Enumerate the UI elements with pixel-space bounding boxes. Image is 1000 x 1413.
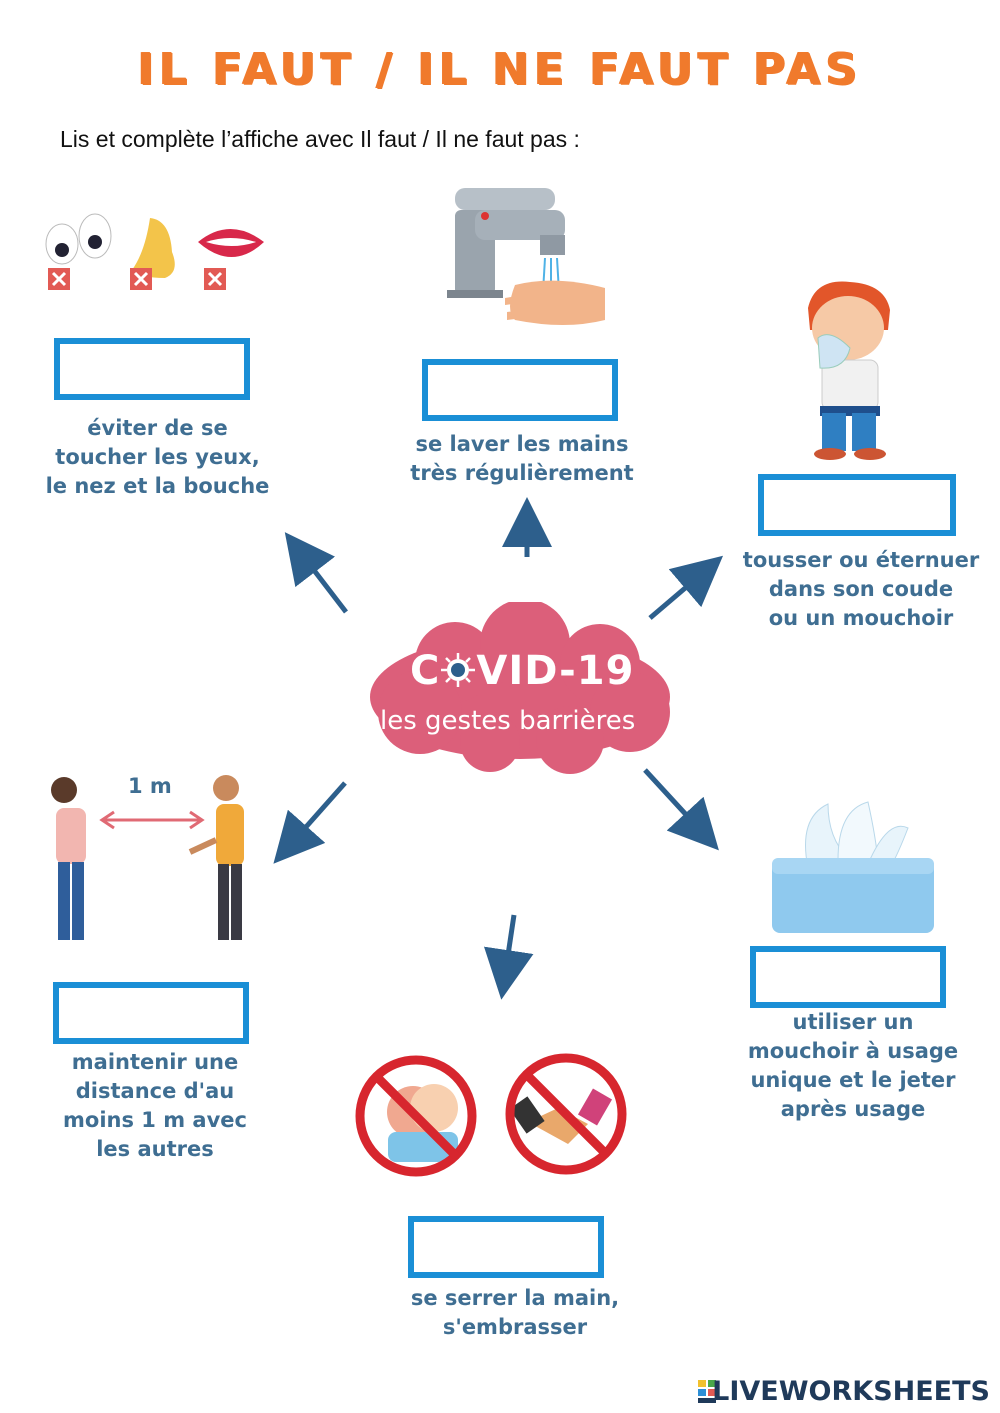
face-parts-illustration bbox=[45, 213, 264, 290]
answer-box-2[interactable] bbox=[422, 359, 618, 421]
worksheet-title: IL FAUT / IL NE FAUT PAS bbox=[137, 44, 863, 95]
sneezing-boy-illustration bbox=[808, 281, 890, 460]
arrow-to-face bbox=[284, 532, 348, 614]
covid-title: C VID-19 bbox=[410, 648, 635, 694]
caption-distance: maintenir une distance d'au moins 1 m av… bbox=[63, 1050, 247, 1161]
handshake-icon bbox=[509, 1088, 613, 1144]
caption-greeting: se serrer la main, s'embrasser bbox=[410, 1286, 620, 1339]
covid-subtitle: les gestes barrières bbox=[380, 706, 636, 736]
tissue-box-icon bbox=[772, 801, 934, 933]
answer-box-5[interactable] bbox=[408, 1216, 604, 1278]
distance-illustration bbox=[51, 775, 244, 940]
caption-handwash: se laver les mains très régulièrement bbox=[410, 432, 634, 485]
person-left-icon bbox=[51, 777, 86, 940]
answer-input-6[interactable] bbox=[756, 952, 940, 1002]
answer-input-1[interactable] bbox=[60, 344, 244, 394]
answer-box-4[interactable] bbox=[53, 982, 249, 1044]
arrow-to-tissue bbox=[643, 768, 719, 851]
mouth-icon bbox=[198, 229, 264, 257]
no-sign-icon bbox=[355, 1055, 477, 1177]
tap-icon bbox=[447, 188, 565, 298]
answer-input-2[interactable] bbox=[428, 365, 612, 415]
person-right-icon bbox=[188, 775, 244, 940]
answer-box-1[interactable] bbox=[54, 338, 250, 400]
caption-tissue: utiliser un mouchoir à usage unique et l… bbox=[747, 1010, 959, 1121]
caption-sneeze: tousser ou éternuer dans son coude ou un… bbox=[742, 548, 980, 630]
distance-label: 1 m bbox=[128, 774, 172, 798]
arrow-to-greeting bbox=[483, 914, 534, 1000]
hands-icon bbox=[505, 280, 605, 325]
answer-box-6[interactable] bbox=[750, 946, 946, 1008]
answer-input-5[interactable] bbox=[414, 1222, 598, 1272]
boy-icon bbox=[808, 281, 890, 460]
caption-face: éviter de se toucher les yeux, le nez et… bbox=[45, 416, 270, 498]
virus-icon bbox=[441, 653, 476, 687]
answer-input-3[interactable] bbox=[764, 480, 950, 530]
nose-icon bbox=[132, 218, 175, 278]
forbidden-x-icon bbox=[48, 268, 226, 290]
handwash-illustration bbox=[447, 188, 605, 325]
distance-arrow-icon bbox=[99, 810, 205, 830]
no-sign-icon-2 bbox=[505, 1053, 627, 1175]
eyes-icon bbox=[45, 213, 112, 265]
answer-box-3[interactable] bbox=[758, 474, 956, 536]
liveworksheets-logo-icon bbox=[698, 1380, 716, 1403]
brand-wordmark: LIVEWORKSHEETS bbox=[712, 1376, 990, 1407]
greetings-forbidden-illustration bbox=[355, 1053, 627, 1177]
arrow-to-distance bbox=[273, 781, 347, 864]
arrow-to-sneeze bbox=[648, 555, 724, 620]
tissue-box-illustration bbox=[772, 801, 934, 933]
instruction-text: Lis et complète l’affiche avec Il faut /… bbox=[60, 126, 580, 152]
answer-input-4[interactable] bbox=[59, 988, 243, 1038]
